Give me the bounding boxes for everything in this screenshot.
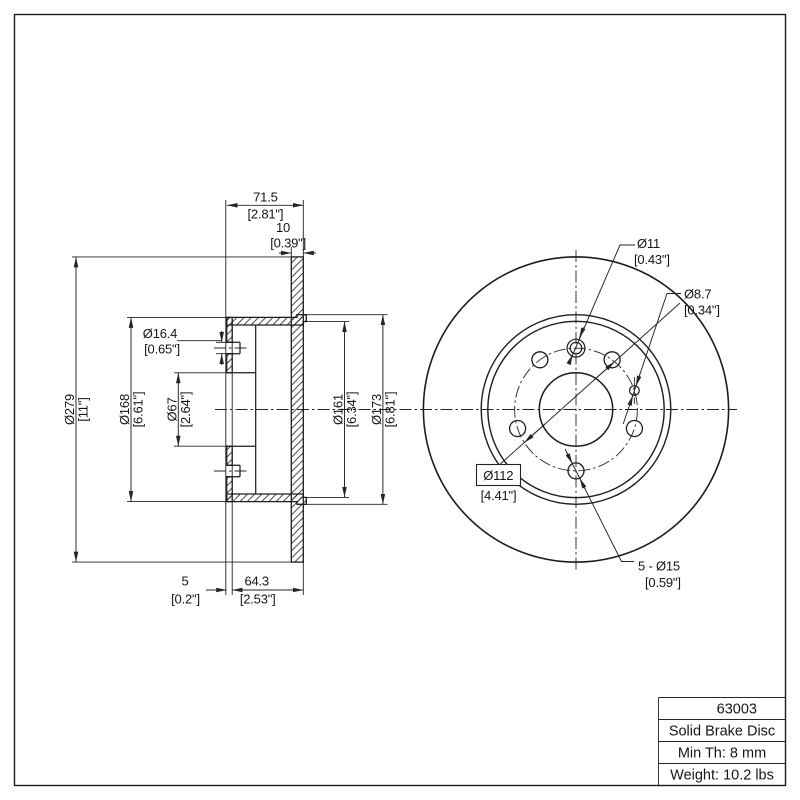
leader-pin-a1 bbox=[635, 373, 642, 387]
label-bolt-circle-in: [4.41"] bbox=[481, 488, 517, 503]
lug-hole-3 bbox=[508, 419, 527, 438]
front-view-leaders bbox=[475, 244, 681, 562]
section-view bbox=[214, 256, 737, 563]
label-bolt-circle-mm: Ø112 bbox=[483, 468, 513, 483]
hat-inner-circle bbox=[487, 320, 665, 499]
hat-plate-seg2 bbox=[226, 353, 233, 374]
label-plate-thickness-mm: 5 bbox=[181, 574, 188, 589]
label-hat-depth-mm: 64.3 bbox=[244, 574, 269, 589]
center-bore-circle bbox=[538, 372, 614, 447]
label-mount-hole-mm: Ø16.4 bbox=[143, 326, 177, 341]
flange-circle bbox=[480, 314, 672, 506]
label-hat-outer-in: [6.61"] bbox=[131, 392, 146, 428]
label-hat-depth-in: [2.53"] bbox=[240, 592, 276, 607]
front-view bbox=[422, 250, 730, 571]
hat-plate-seg3 bbox=[226, 445, 233, 466]
title-block: 63003 Solid Brake Disc Min Th: 8 mm Weig… bbox=[658, 697, 786, 786]
label-outer-dia-mm: Ø279 bbox=[62, 394, 77, 425]
weight: Weight: 10.2 lbs bbox=[670, 768, 774, 784]
leader-bc-a1 bbox=[523, 423, 546, 443]
screw-hole-counterbore bbox=[566, 338, 586, 358]
label-hat-inner-mm: Ø161 bbox=[331, 394, 346, 425]
label-hat-inner-in: [6.34"] bbox=[344, 392, 359, 428]
label-overall-width-mm: 71.5 bbox=[253, 190, 278, 205]
label-screw-hole-mm: Ø11 bbox=[637, 236, 660, 251]
label-plate-thickness-in: [0.2"] bbox=[171, 592, 200, 607]
leader-pin-hole bbox=[622, 293, 681, 425]
leader-bc-a2 bbox=[593, 361, 615, 381]
screw-hole bbox=[569, 341, 583, 355]
disc-band-section bbox=[290, 256, 304, 563]
mount-hole-bore-top bbox=[226, 341, 241, 355]
label-outer-dia-in: [11"] bbox=[76, 397, 91, 421]
label-flange-dia-in: [6.81"] bbox=[382, 392, 397, 428]
label-overall-width-in: [2.81"] bbox=[248, 207, 284, 222]
title-block-grid bbox=[658, 697, 786, 786]
label-center-bore-mm: Ø67 bbox=[164, 398, 179, 422]
dimension-labels: 71.5 [2.81"] 10 [0.39"] Ø16.4 [0.65"] Ø2… bbox=[62, 190, 720, 607]
lug-hole-4 bbox=[567, 462, 585, 480]
label-flange-dia-mm: Ø173 bbox=[369, 394, 384, 425]
part-description: Solid Brake Disc bbox=[669, 724, 775, 740]
label-hat-outer-mm: Ø168 bbox=[117, 394, 132, 425]
label-mount-hole-in: [0.65"] bbox=[144, 342, 180, 357]
page-border bbox=[13, 13, 787, 787]
lug-hole-1 bbox=[603, 351, 621, 369]
mount-hole-bore-bottom bbox=[226, 464, 241, 478]
bolt-circle-frame bbox=[475, 463, 522, 487]
label-center-bore-in: [2.64"] bbox=[178, 392, 193, 428]
outer-diameter-circle bbox=[422, 256, 730, 563]
lug-hole-2 bbox=[531, 351, 549, 369]
label-disc-thickness-mm: 10 bbox=[276, 220, 290, 235]
leader-pin-a2 bbox=[627, 395, 634, 406]
hat-plate-seg4 bbox=[226, 476, 233, 503]
part-number: 63003 bbox=[717, 702, 757, 718]
min-thickness: Min Th: 8 mm bbox=[678, 746, 766, 762]
label-lug-holes-in: [0.59"] bbox=[645, 575, 681, 590]
hat-plate-seg1 bbox=[226, 316, 233, 343]
leader-screw-a1 bbox=[578, 327, 586, 339]
label-disc-thickness-in: [0.39"] bbox=[270, 236, 306, 251]
leader-lug-a2 bbox=[579, 477, 587, 490]
label-pin-hole-mm: Ø8.7 bbox=[684, 287, 711, 302]
lug-hole-5 bbox=[625, 419, 644, 438]
label-pin-hole-in: [0.34"] bbox=[684, 303, 720, 318]
label-screw-hole-in: [0.43"] bbox=[634, 252, 670, 267]
extension-lines bbox=[72, 200, 388, 595]
label-lug-holes-mm: 5 - Ø15 bbox=[638, 559, 680, 574]
leader-screw-a2 bbox=[566, 354, 574, 366]
leader-lug-a1 bbox=[565, 452, 573, 464]
center-bore-edges bbox=[226, 372, 256, 447]
leader-screw-hole bbox=[569, 244, 635, 363]
dimension-lines bbox=[73, 203, 386, 593]
